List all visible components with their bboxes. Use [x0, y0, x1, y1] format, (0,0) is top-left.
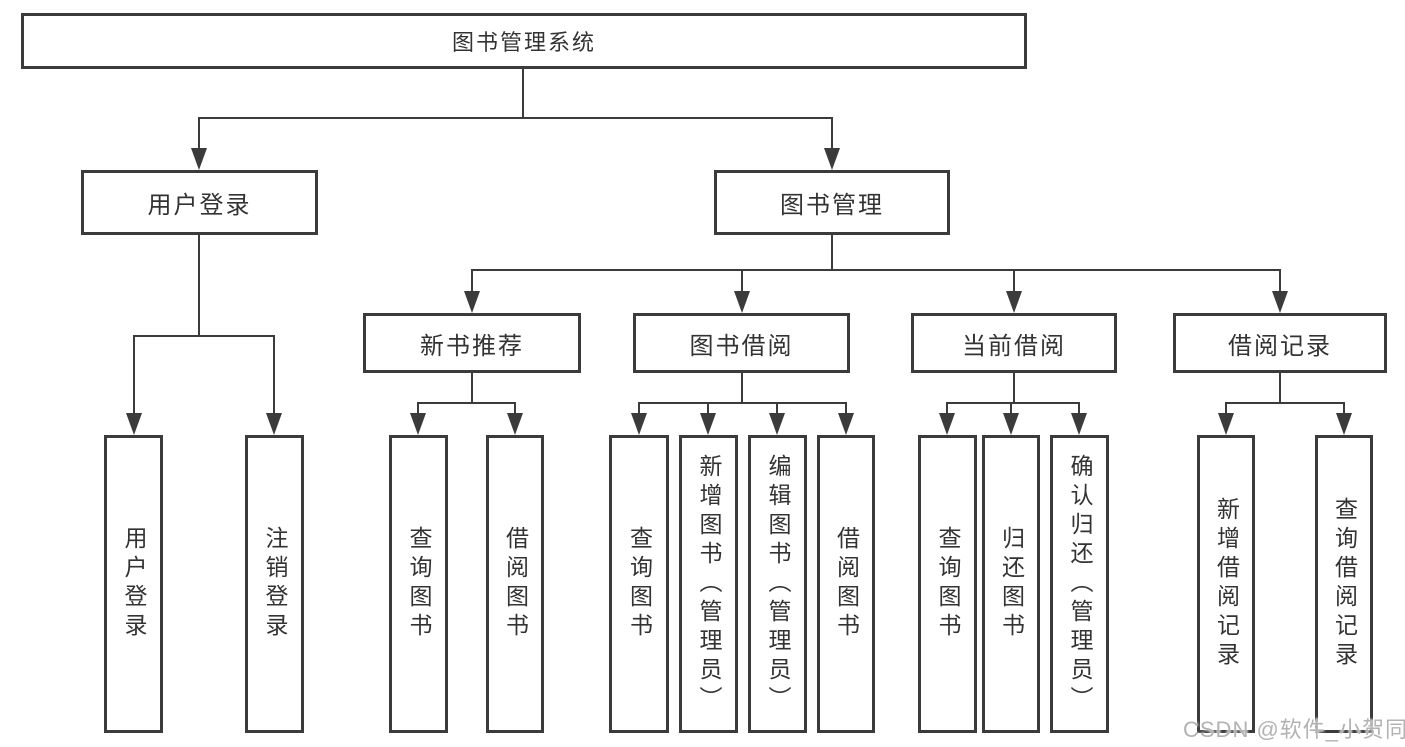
connector-v — [776, 403, 778, 417]
node-label: 借阅记录 — [1228, 332, 1332, 360]
arrowhead-down-icon — [191, 148, 207, 170]
node-label: 用户登录 — [147, 192, 252, 219]
connector-v — [741, 373, 743, 404]
leaf-bb-borrow-books: 借阅图书 — [817, 435, 875, 733]
connector-v — [845, 403, 847, 417]
connector-h — [198, 117, 833, 119]
node-label: 图书管理系统 — [451, 30, 596, 55]
leaf-cb-confirm-return-admin: 确认归还（管理员） — [1050, 435, 1109, 733]
node-book-borrow: 图书借阅 — [633, 313, 850, 373]
arrowhead-down-icon — [1071, 413, 1087, 435]
connector-h — [946, 402, 1080, 404]
arrowhead-down-icon — [464, 291, 480, 313]
connector-v — [417, 403, 419, 417]
connector-h — [471, 269, 1281, 271]
node-user-login: 用户登录 — [81, 170, 318, 235]
connector-v — [1343, 403, 1345, 417]
arrowhead-down-icon — [734, 291, 750, 313]
leaf-br-query-record: 查询借阅记录 — [1315, 435, 1373, 733]
connector-v — [707, 403, 709, 417]
connector-v — [514, 403, 516, 417]
leaf-nb-query-books: 查询图书 — [389, 435, 448, 733]
connector-h — [1225, 402, 1345, 404]
node-current-borrow: 当前借阅 — [911, 313, 1117, 373]
node-root: 图书管理系统 — [21, 13, 1027, 69]
node-label: 新书推荐 — [420, 332, 524, 360]
node-new-book-recommend: 新书推荐 — [363, 313, 581, 373]
node-label: 编辑图书（管理员） — [765, 453, 791, 715]
leaf-bb-query-books: 查询图书 — [609, 435, 669, 733]
arrowhead-down-icon — [410, 413, 426, 435]
leaf-logout: 注销登录 — [245, 435, 304, 733]
arrowhead-down-icon — [1006, 291, 1022, 313]
connector-v — [1013, 270, 1015, 295]
leaf-bb-add-books-admin: 新增图书（管理员） — [679, 435, 738, 733]
leaf-cb-return-books: 归还图书 — [982, 435, 1040, 733]
arrowhead-down-icon — [769, 413, 785, 435]
leaf-br-add-record: 新增借阅记录 — [1197, 435, 1255, 733]
watermark-text: CSDN @软件_小贺同学 — [1183, 717, 1405, 742]
arrowhead-down-icon — [1272, 291, 1288, 313]
node-borrow-records: 借阅记录 — [1173, 313, 1387, 373]
arrowhead-down-icon — [1336, 413, 1352, 435]
node-label: 注销登录 — [262, 526, 288, 642]
connector-v — [741, 270, 743, 295]
arrowhead-down-icon — [1003, 413, 1019, 435]
arrowhead-down-icon — [1218, 413, 1234, 435]
leaf-user-login: 用户登录 — [104, 435, 163, 733]
node-label: 图书管理 — [780, 192, 884, 219]
connector-v — [471, 373, 473, 404]
connector-v — [133, 336, 135, 415]
connector-h — [133, 335, 275, 337]
connector-v — [198, 235, 200, 336]
node-label: 用户登录 — [121, 526, 147, 642]
node-label: 归还图书 — [998, 526, 1025, 642]
connector-v — [946, 403, 948, 417]
node-label: 查询借阅记录 — [1331, 497, 1358, 671]
node-label: 查询图书 — [935, 526, 961, 642]
node-label: 新增图书（管理员） — [696, 453, 722, 715]
node-label: 当前借阅 — [962, 332, 1066, 360]
connector-v — [471, 270, 473, 295]
arrowhead-down-icon — [126, 413, 142, 435]
connector-v — [1279, 270, 1281, 295]
node-book-management: 图书管理 — [714, 170, 950, 235]
node-label: 查询图书 — [406, 526, 432, 642]
node-label: 图书借阅 — [689, 332, 794, 360]
connector-v — [198, 118, 200, 154]
arrowhead-down-icon — [507, 413, 523, 435]
leaf-bb-edit-books-admin: 编辑图书（管理员） — [748, 435, 807, 733]
arrowhead-down-icon — [700, 413, 716, 435]
connector-v — [522, 69, 524, 118]
connector-h — [638, 402, 847, 404]
connector-v — [273, 336, 275, 415]
connector-v — [1013, 373, 1015, 404]
node-label: 新增借阅记录 — [1213, 497, 1240, 671]
leaf-nb-borrow-books: 借阅图书 — [486, 435, 544, 733]
connector-v — [831, 235, 833, 271]
node-label: 借阅图书 — [833, 526, 860, 642]
connector-v — [638, 403, 640, 417]
leaf-cb-query-books: 查询图书 — [918, 435, 977, 733]
arrowhead-down-icon — [838, 413, 854, 435]
connector-v — [831, 118, 833, 154]
connector-v — [1225, 403, 1227, 417]
node-label: 借阅图书 — [502, 526, 529, 642]
arrowhead-down-icon — [824, 148, 840, 170]
arrowhead-down-icon — [631, 413, 647, 435]
connector-v — [1279, 373, 1281, 404]
node-label: 查询图书 — [626, 526, 653, 642]
connector-v — [1078, 403, 1080, 417]
arrowhead-down-icon — [266, 413, 282, 435]
connector-v — [1010, 403, 1012, 417]
connector-h — [417, 402, 516, 404]
arrowhead-down-icon — [939, 413, 955, 435]
node-label: 确认归还（管理员） — [1067, 453, 1093, 715]
